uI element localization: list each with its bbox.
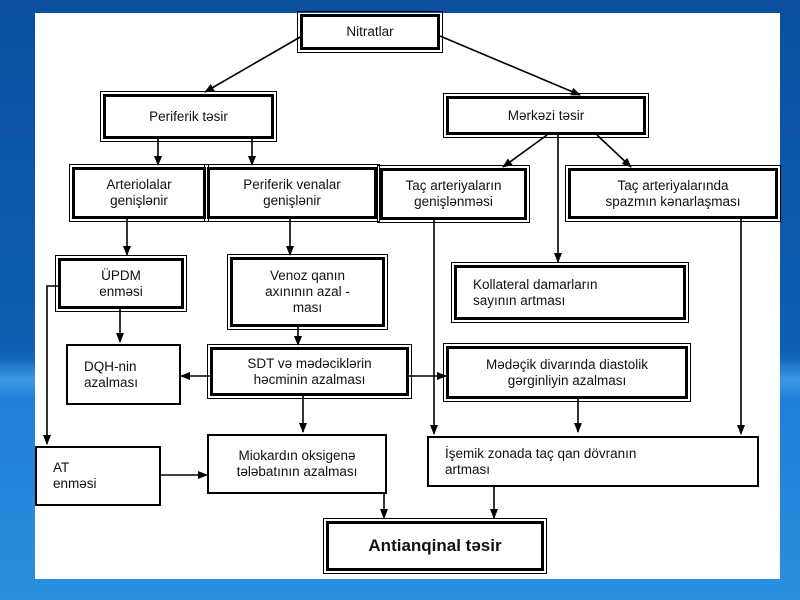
node-tac-arteriyalarin: Taç arteriyaların genişlənməsi — [377, 165, 530, 223]
node-sdt: SDT və mədəciklərin həcminin azalması — [207, 344, 412, 399]
node-miokard: Miokardın oksigenə tələbatının azalması — [207, 434, 387, 494]
node-merkezi-tesir: Mərkəzi təsir — [443, 93, 649, 138]
node-at: AT enməsi — [35, 446, 161, 506]
node-kollateral: Kollateral damarların sayının artması — [451, 262, 689, 323]
node-tac-spazm: Taç arteriyalarında spazmın kənarlaşması — [565, 165, 781, 222]
node-periferik-venalar: Periferik venalar genişlənir — [204, 164, 380, 222]
node-ishemik: İşemik zonada taç qan dövranın artması — [427, 436, 759, 487]
node-dqh: DQH-nin azalması — [66, 344, 181, 405]
node-periferik-tesir: Periferik təsir — [100, 91, 277, 142]
node-venoz: Venoz qanın axınının azal - ması — [227, 254, 388, 330]
node-nitratlar: Nitratlar — [297, 11, 443, 53]
node-medecik: Mədəçik divarında diastolik gərginliyin … — [443, 343, 691, 402]
node-arteriolalar: Arteriolalar genişlənir — [69, 164, 209, 222]
node-updm: ÜPDM enməsi — [55, 255, 187, 312]
node-antianqinal: Antianqinal təsir — [323, 518, 547, 574]
